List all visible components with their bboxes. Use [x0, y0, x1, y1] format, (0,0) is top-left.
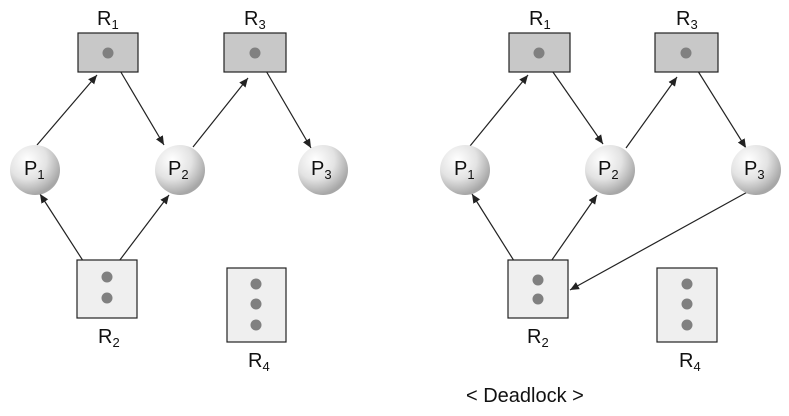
resource-label-r4: R4 — [248, 350, 270, 374]
process-node — [731, 145, 781, 195]
resource-label-r2: R2 — [98, 326, 120, 350]
resource-r1: R1 — [77, 8, 139, 73]
instance-dot — [250, 298, 262, 310]
instance-dot — [102, 47, 114, 59]
resource-box — [76, 259, 138, 319]
instance-dot — [250, 319, 262, 331]
instance-dot — [681, 319, 693, 331]
instance-dot — [532, 274, 544, 286]
instance-dot — [533, 47, 545, 59]
process-label-p3: P3 — [744, 158, 765, 182]
resource-r1: R1 — [508, 8, 571, 73]
resource-label-r4: R4 — [679, 350, 701, 374]
process-label-p1: P1 — [24, 158, 45, 182]
resource-label-r3: R3 — [676, 8, 698, 32]
process-label-p3: P3 — [311, 158, 332, 182]
edge-p3-r2 — [569, 189, 752, 291]
deadlock-caption: < Deadlock > — [466, 385, 584, 407]
resource-r4: R4 — [656, 267, 718, 374]
process-p2: P2 — [585, 145, 635, 195]
edge-p1-r1 — [36, 74, 98, 146]
process-node — [155, 145, 205, 195]
resource-box — [77, 32, 139, 73]
instance-dot — [680, 47, 692, 59]
process-node — [440, 145, 490, 195]
process-node — [10, 145, 60, 195]
resource-r2: R2 — [507, 259, 569, 350]
instance-dot — [681, 298, 693, 310]
instance-dot — [681, 278, 693, 290]
instance-dot — [101, 271, 113, 283]
process-p3: P3 — [298, 145, 348, 195]
instance-dot — [101, 292, 113, 304]
edge-p2-r3 — [192, 77, 249, 148]
resource-label-r3: R3 — [244, 8, 266, 32]
process-label-p1: P1 — [454, 158, 475, 182]
process-p2: P2 — [155, 145, 205, 195]
instance-dot — [532, 293, 544, 305]
process-p3: P3 — [731, 145, 781, 195]
resource-label-r1: R1 — [529, 8, 551, 32]
instance-dot — [249, 47, 261, 59]
instance-dot — [250, 278, 262, 290]
process-node — [298, 145, 348, 195]
right-graph: R1 R3 R2 R4 P1 — [440, 8, 781, 407]
process-p1: P1 — [10, 145, 60, 195]
process-label-p2: P2 — [598, 158, 619, 182]
process-p1: P1 — [440, 145, 490, 195]
resource-r3: R3 — [654, 8, 719, 73]
resource-r4: R4 — [226, 267, 287, 374]
edge-p1-r1 — [469, 74, 529, 147]
resource-r2: R2 — [76, 259, 138, 350]
resource-label-r2: R2 — [527, 326, 549, 350]
process-label-p2: P2 — [168, 158, 189, 182]
process-node — [585, 145, 635, 195]
edge-p2-r3 — [625, 76, 678, 149]
resource-box — [508, 32, 571, 73]
resource-r3: R3 — [223, 8, 287, 73]
resource-label-r1: R1 — [97, 8, 119, 32]
left-graph: R1 R3 R2 R4 — [10, 8, 348, 374]
resource-box — [507, 259, 569, 319]
